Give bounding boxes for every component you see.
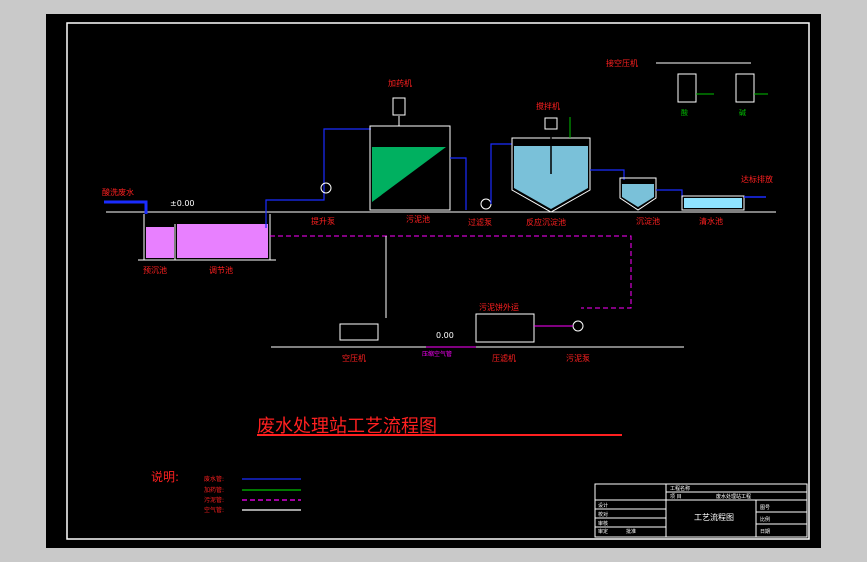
air-compressor-label: 空压机 xyxy=(342,353,366,363)
legend-label-dosing: 加药管: xyxy=(204,486,224,494)
lift-pump-icon xyxy=(320,182,332,194)
clarifier-label: 沉淀池 xyxy=(636,216,660,226)
pipe-to-clarifier xyxy=(590,169,625,180)
dosing-machine-icon xyxy=(392,97,406,116)
air-line-note-label: 压缩空气管 xyxy=(422,350,452,358)
title-block-scale: 比例 xyxy=(760,516,770,523)
drawing-border xyxy=(66,22,810,540)
grit-tank-label: 预沉池 xyxy=(143,265,167,275)
filter-press-label: 压滤机 xyxy=(492,353,516,363)
filter-press-outline xyxy=(475,313,535,343)
legend-heading: 说明: xyxy=(151,469,179,484)
legend-label-air: 空气管: xyxy=(204,506,224,514)
reaction-tank-water xyxy=(514,146,588,209)
pipe-filter-out xyxy=(490,143,512,204)
dosing-machine-label: 加药机 xyxy=(388,78,412,88)
inflow-label: 酸洗废水 xyxy=(102,187,134,197)
sludge-pipe xyxy=(270,235,632,309)
drawing-canvas: 酸洗废水 ±0.00 预沉池 调节池 提升泵 加药机 污泥池 过滤泵 搅拌机 反… xyxy=(46,14,821,548)
clean-tank-label: 清水池 xyxy=(699,216,723,226)
title-block-date: 日期 xyxy=(760,529,770,535)
title-block-drawing-name: 工艺流程图 xyxy=(694,512,734,522)
title-block-drawing-number: 图号 xyxy=(760,505,770,511)
title-block-row-check: 校对 xyxy=(598,511,608,518)
level-mark-a: ±0.00 xyxy=(170,199,195,208)
legend-label-wastewater: 废水管: xyxy=(204,475,224,483)
dosing-reactor-sludge xyxy=(372,147,446,202)
mixer-icon xyxy=(544,117,558,130)
mixer-label: 搅拌机 xyxy=(536,101,560,111)
sludge-pump-icon xyxy=(572,320,584,332)
clarifier-water xyxy=(622,184,654,207)
reaction-tank-label: 反应沉淀池 xyxy=(526,217,566,227)
filter-pump-icon xyxy=(480,198,492,210)
dosing-reactor-outline xyxy=(369,125,451,211)
title-block-item-label: 项 目 xyxy=(670,494,682,500)
clarifier-outline xyxy=(619,177,657,211)
lift-pump-label: 提升泵 xyxy=(311,216,335,226)
title-block-row-review: 审核 xyxy=(598,520,608,527)
filter-press-note-label: 污泥饼外运 xyxy=(479,302,519,312)
title-block-project-label: 工程名称 xyxy=(670,485,690,492)
acid-tank-label: 酸 xyxy=(681,108,688,117)
alkali-tank-outline xyxy=(735,73,755,103)
pipe-to-clean xyxy=(656,189,683,198)
discharge-label: 达标排放 xyxy=(741,174,773,184)
equalization-tank-water xyxy=(177,224,268,258)
reaction-tank-outline xyxy=(511,137,591,213)
title-block-item-value: 废水处理站工程 xyxy=(716,493,751,500)
compressor-unit-label: 接空压机 xyxy=(606,58,638,68)
alkali-tank-label: 碱 xyxy=(739,109,746,117)
level-mark-b: 0.00 xyxy=(436,331,454,340)
drawing-title: 废水处理站工艺流程图 xyxy=(257,416,437,437)
title-block-frame xyxy=(594,483,808,538)
title-block-row-authorize: 批准 xyxy=(626,528,636,535)
title-block-row-approve: 审定 xyxy=(598,528,608,535)
legend-label-sludge: 污泥管: xyxy=(204,496,224,504)
title-block: 工程名称 项 目 废水处理站工程 工艺流程图 设计 校对 审核 审定 批准 图号… xyxy=(594,483,808,538)
sludge-pit-label: 污泥池 xyxy=(406,214,430,224)
inflow-pipe xyxy=(104,200,148,214)
pipe-to-filter xyxy=(450,157,467,210)
feed-pipe xyxy=(265,128,371,228)
process-flow-diagram: 酸洗废水 ±0.00 预沉池 调节池 提升泵 加药机 污泥池 过滤泵 搅拌机 反… xyxy=(66,22,810,540)
legend-items: 废水管: 加药管: 污泥管: 空气管: xyxy=(204,475,301,514)
title-block-row-design: 设计 xyxy=(598,502,608,509)
grit-tank-water xyxy=(146,227,174,258)
clean-tank-outline xyxy=(681,195,745,211)
acid-tank-outline xyxy=(677,73,697,103)
equalization-tank-label: 调节池 xyxy=(209,265,233,275)
air-compressor-icon xyxy=(339,323,379,341)
sludge-pump-label: 污泥泵 xyxy=(566,353,590,363)
clean-tank-water xyxy=(684,198,742,208)
filter-pump-label: 过滤泵 xyxy=(468,217,492,227)
